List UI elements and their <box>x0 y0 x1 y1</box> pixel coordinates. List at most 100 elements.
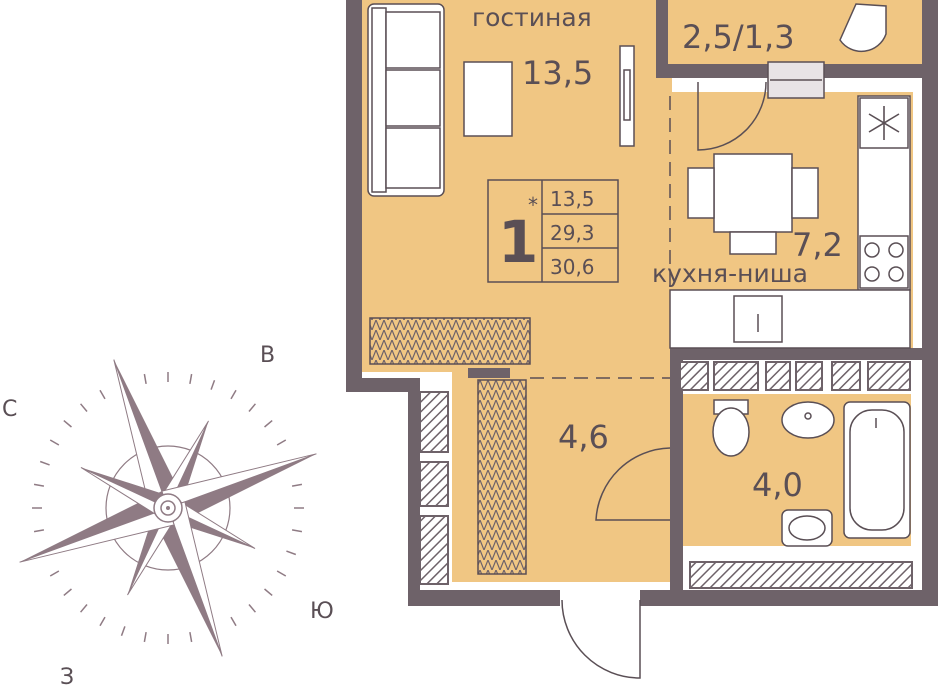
badge-total-area: 29,3 <box>550 221 595 245</box>
burner-3 <box>864 266 880 282</box>
compass-hub-inner <box>160 500 176 516</box>
compass-tick <box>143 373 147 385</box>
hatch-hall-left-2 <box>419 461 449 507</box>
compass-rose: С В Ю З <box>2 343 334 688</box>
compass-star <box>19 359 317 657</box>
sofa-seat-3 <box>385 127 441 189</box>
compass-tick <box>63 588 72 596</box>
hatch-hall-left-3 <box>419 515 449 585</box>
burner-4 <box>888 266 904 282</box>
compass-circle <box>105 445 231 571</box>
compass-tick <box>248 604 256 613</box>
compass-tick <box>33 483 45 487</box>
bath-door-swing <box>595 447 671 521</box>
wall-bath-top <box>670 348 938 360</box>
wall-right <box>922 0 938 606</box>
compass-tick <box>120 626 126 637</box>
washing-machine-door <box>788 515 826 541</box>
kitchen-area: 7,2 <box>792 226 843 264</box>
hatch-bath-bottom <box>689 561 913 589</box>
room-labels: гостиная 13,5 2,5/1,3 7,2 кухня-ниша 4,6… <box>472 3 843 504</box>
compass-tick <box>143 631 147 643</box>
compass-tick <box>63 420 72 428</box>
bath-sink-drain <box>804 412 812 420</box>
balcony-area: 2,5/1,3 <box>682 18 795 56</box>
compass-tick <box>49 439 60 446</box>
stove <box>859 235 909 289</box>
entry-door-swing <box>561 599 641 679</box>
compass-west: З <box>60 665 74 688</box>
snowflake-icon <box>868 106 900 140</box>
living-area: 13,5 <box>522 54 593 92</box>
toilet-bowl <box>712 407 750 457</box>
compass-south: Ю <box>310 599 334 624</box>
wardrobes <box>369 317 531 575</box>
wall-hall-left <box>408 378 420 606</box>
sofa-seat-1 <box>385 11 441 69</box>
compass-point <box>80 467 174 508</box>
bath-area: 4,0 <box>752 466 803 504</box>
hatch-bath-top-2 <box>713 361 759 391</box>
chair-bottom <box>729 231 777 255</box>
compass-tick <box>49 570 60 577</box>
badge-rooms: 1 <box>498 208 538 276</box>
hall-details <box>530 377 671 679</box>
hatch-bath-top-3 <box>765 361 791 391</box>
balcony-details <box>697 3 887 151</box>
wall-balcony-bottom-right <box>824 64 938 78</box>
badge-box <box>487 179 619 283</box>
wall-balcony-bottom <box>656 64 768 78</box>
chair-right <box>791 167 819 219</box>
compass-tick <box>210 379 216 390</box>
bath-sink <box>781 401 835 439</box>
living-furniture <box>367 3 635 197</box>
wall-left <box>346 0 362 392</box>
hatched-walls <box>419 361 913 589</box>
burner-2 <box>888 242 904 258</box>
wardrobe-living <box>369 317 531 365</box>
wall-bottom-left <box>408 590 560 606</box>
burner-1 <box>864 242 880 258</box>
compass-tick <box>99 389 106 400</box>
coffee-table <box>463 61 513 137</box>
hall-area: 4,6 <box>558 418 609 456</box>
compass-north: С <box>2 397 17 422</box>
compass-point <box>113 359 185 508</box>
compass-tick <box>291 483 303 487</box>
compass-tick <box>230 389 237 400</box>
compass-tick <box>80 604 88 613</box>
compass-tick <box>248 403 256 412</box>
wall-stub <box>468 368 510 378</box>
hatch-bath-top-1 <box>679 361 709 391</box>
compass-tick <box>99 616 106 627</box>
sofa-back <box>371 7 387 193</box>
wall-balcony-left <box>656 0 668 78</box>
bathtub-inner <box>849 409 905 531</box>
compass-hub-dot <box>166 506 170 510</box>
compass-tick <box>291 529 303 533</box>
wall-bottom-right <box>640 590 938 606</box>
wall-bath-left <box>670 348 683 598</box>
chair-left <box>687 167 715 219</box>
compass-tick <box>264 588 273 596</box>
compass-tick <box>189 373 193 385</box>
compass-tick <box>276 439 287 446</box>
badge-living-area: 13,5 <box>550 187 595 211</box>
compass-tick <box>276 570 287 577</box>
kitchen-name: кухня-ниша <box>652 259 808 288</box>
walls <box>346 0 938 606</box>
sofa-seat-2 <box>385 69 441 127</box>
compass-tick <box>80 403 88 412</box>
compass-tick <box>33 529 45 533</box>
wardrobe-hall <box>477 379 527 575</box>
kitchen-counter-bottom <box>669 289 911 349</box>
dining-table <box>713 153 793 233</box>
compass-tick <box>39 460 50 466</box>
compass-point <box>151 508 223 657</box>
badge-total-with-balcony: 30,6 <box>550 255 595 279</box>
balcony-door-swing <box>697 81 767 151</box>
balcony-chair <box>839 3 887 53</box>
hatch-bath-top-4 <box>795 361 823 391</box>
compass-tick <box>230 616 237 627</box>
